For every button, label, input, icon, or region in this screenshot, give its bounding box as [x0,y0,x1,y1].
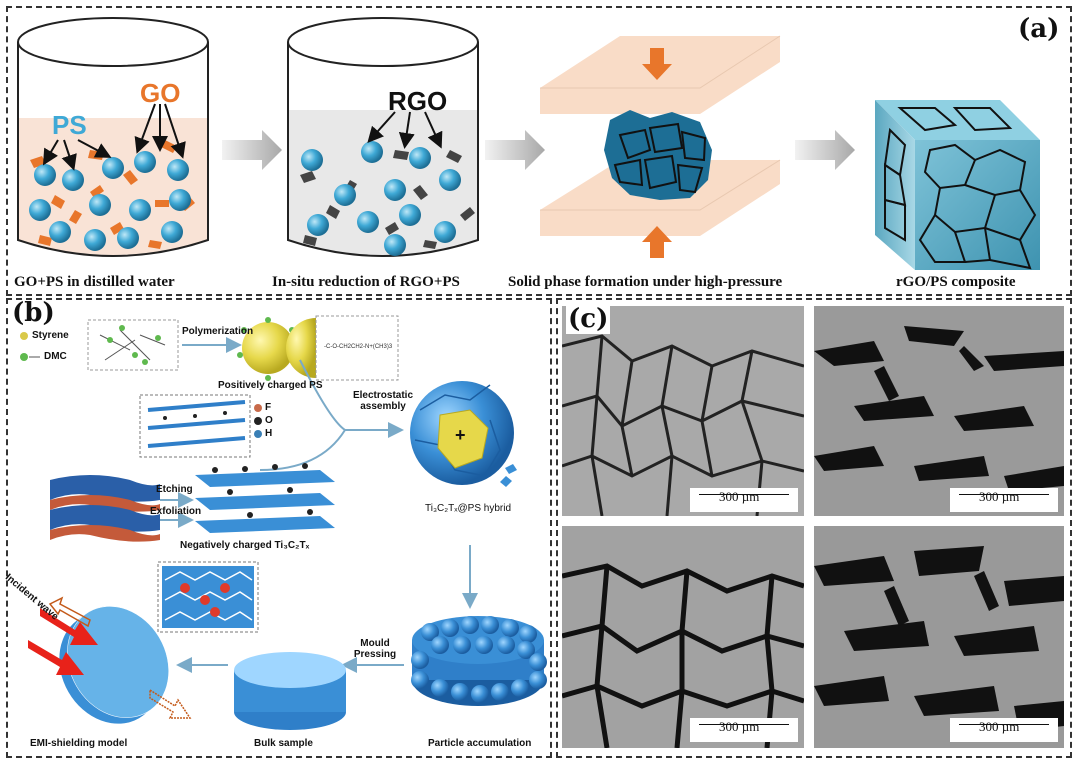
caption-go-ps: GO+PS in distilled water [14,274,175,290]
scale-bar-label-4: 300 µm [979,719,1020,734]
svg-text:-C-O-CH2CH2-N+(CH3)3: -C-O-CH2CH2-N+(CH3)3 [324,344,393,350]
sem-image-1 [562,306,804,516]
positively-charged-ps-label: Positively charged PS [218,380,323,391]
exfoliation-label: Exfoliation [150,506,202,517]
scale-bar-label-2: 300 µm [979,489,1020,504]
particle-accumulation-label: Particle accumulation [428,738,532,749]
sem-image-3 [562,526,804,748]
scale-bar-box-4: 300 µm [950,718,1058,742]
electrostatic-assembly-label: Electrostatic assembly [352,390,414,412]
f-legend: F [265,402,272,413]
hybrid-label: Ti₃C₂Tₓ@PS hybrid [425,503,512,514]
process-arrow-1 [222,130,282,170]
panel-b [6,298,552,758]
caption-in-situ: In-situ reduction of RGO+PS [272,274,460,290]
bulk-sample [234,652,346,730]
styrene-label: Styrene [32,330,69,341]
rgo-label: RGO [388,86,448,116]
compressed-particles [604,110,712,200]
caption-high-pressure: Solid phase formation under high-pressur… [508,274,783,290]
h-legend: H [265,428,273,439]
ps-spheres-2 [301,141,461,256]
scale-bar-box-3: 300 µm [690,718,798,742]
scale-bar-box-2: 300 µm [950,488,1058,512]
go-label: GO [140,78,181,108]
emi-model-label: EMI-shielding model [30,738,128,749]
process-arrow-3 [795,130,855,170]
ps-spheres [29,151,191,251]
scale-bar-label-1: 300 µm [719,489,760,504]
hybrid-plus: + [455,425,466,445]
o-legend: O [265,415,273,426]
panel-b-label: (b) [12,298,55,328]
panel-c-label: (c) [566,304,611,334]
negatively-charged-label: Negatively charged Ti₃C₂Tₓ [180,540,310,551]
scale-bar-line-1 [699,494,789,495]
mould-pressing-label: Mould Pressing [353,638,397,660]
rgo-flakes [300,150,475,249]
hybrid-sphere [410,381,517,487]
exfoliated-sheets [195,463,335,533]
panel-b-graphics: -C-O-CH2CH2-N+(CH3)3 [20,315,547,730]
ps-label: PS [52,110,87,140]
panel-a [6,6,1072,296]
process-arrow-2 [485,130,545,170]
rgo-ps-cube [875,100,1040,270]
beaker-rgo-ps [287,17,479,257]
scale-bar-line-2 [959,494,1049,495]
high-pressure-press [540,35,781,258]
sem-image-2 [814,306,1064,516]
scale-bar-label-3: 300 µm [719,719,760,734]
sem-image-4 [814,526,1064,748]
scale-bar-line-3 [699,724,789,725]
bulk-sample-label: Bulk sample [254,738,313,749]
scale-bar-box-1: 300 µm [690,488,798,512]
beaker-go-ps [17,17,209,257]
etching-label: Etching [156,484,193,495]
polymerization-label: Polymerization [182,326,254,337]
panel-a-label: (a) [1018,14,1060,44]
panel-c [556,298,1072,758]
caption-composite: rGO/PS composite [896,274,1016,290]
mxene-stack [50,475,160,542]
dmc-label: DMC [44,351,67,362]
scale-bar-line-4 [959,724,1049,725]
emi-disc [28,596,192,724]
particle-accumulation [411,616,547,706]
